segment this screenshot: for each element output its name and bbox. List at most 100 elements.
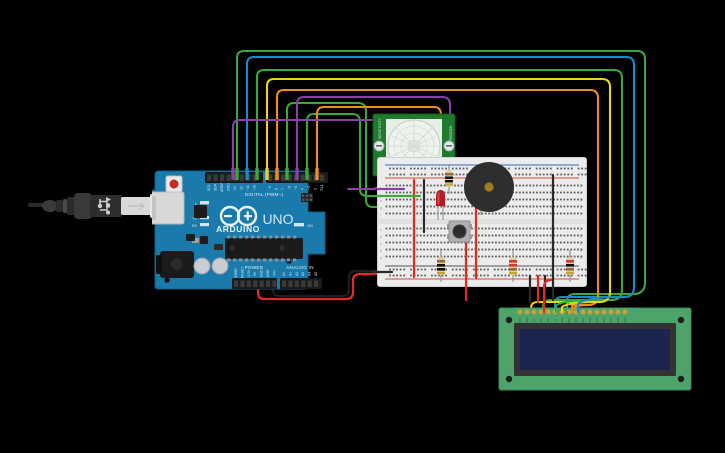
svg-text:RS: RS: [539, 318, 543, 322]
wire-red-lcd: [542, 278, 553, 314]
piezo-buzzer[interactable]: [463, 161, 515, 215]
power-pin-numbers: IOREF RESET 3.3V 5V GND GND VIN A0 A1 A2…: [234, 267, 318, 278]
lcd-pin-header[interactable]: [516, 308, 637, 317]
resistor[interactable]: [436, 250, 446, 282]
svg-text:VDD: VDD: [525, 317, 529, 323]
svg-text:i: i: [380, 192, 381, 196]
usb-trident-icon: [97, 197, 111, 215]
svg-text:SCL: SCL: [207, 184, 211, 191]
svg-text:3.3V: 3.3V: [247, 269, 251, 277]
svg-text:RX: RX: [192, 224, 198, 228]
power-analog-sockets: [234, 280, 319, 287]
svg-text:A3: A3: [301, 272, 305, 276]
uno-wordmark: UNO: [262, 211, 293, 227]
svg-text:~9: ~9: [268, 186, 272, 190]
power-barrel-jack: [156, 251, 194, 278]
svg-text:g: g: [580, 206, 582, 210]
resistor[interactable]: [508, 250, 518, 282]
svg-text:7: 7: [281, 188, 285, 190]
svg-text:DB6: DB6: [602, 317, 606, 323]
svg-text:A0: A0: [282, 272, 286, 276]
svg-text:8: 8: [275, 188, 279, 190]
svg-text:GND: GND: [260, 269, 264, 277]
buzzer-vent-hole: [484, 182, 494, 192]
pushbutton-switch[interactable]: [447, 219, 472, 244]
electrolytic-cap-2: [211, 257, 229, 275]
wire-blue: [245, 55, 636, 316]
svg-text:c: c: [380, 242, 382, 246]
svg-text:A4: A4: [308, 272, 312, 276]
arduino-uno-board[interactable]: DIGITAL (PWM~) SCL SDA AREF GND 13 12 ~1…: [152, 168, 330, 292]
arduino-logo-icon: [219, 205, 258, 227]
icsp-header[interactable]: [301, 193, 313, 202]
svg-text:13: 13: [233, 186, 237, 190]
power-on-led: ON: [294, 223, 313, 228]
wire-blue-lcd: [576, 295, 628, 314]
wire-green-3: [285, 101, 394, 209]
svg-text:LED+: LED+: [616, 316, 620, 323]
svg-text:e: e: [580, 228, 582, 232]
svg-text:h: h: [580, 199, 582, 203]
lcd-mount-holes: [505, 316, 685, 383]
svg-text:h: h: [380, 199, 382, 203]
wire-yellow: [265, 77, 612, 316]
resistor-net: [214, 244, 223, 250]
svg-text:GND: GND: [266, 269, 270, 277]
svg-text:12: 12: [240, 186, 244, 190]
svg-text:DB3: DB3: [581, 317, 585, 323]
svg-text:L: L: [195, 201, 198, 206]
svg-text:DB4: DB4: [588, 317, 592, 323]
svg-text:f: f: [580, 213, 581, 217]
digital-pin-wire-stubs: [231, 168, 319, 180]
svg-text:b: b: [580, 249, 582, 253]
svg-text:a: a: [580, 256, 582, 260]
svg-text:a: a: [380, 256, 382, 260]
wire-black-ground: [271, 269, 385, 298]
small-chip: [200, 236, 208, 244]
svg-text:SENSITIVITY: SENSITIVITY: [378, 118, 382, 139]
svg-text:V0: V0: [532, 318, 536, 322]
svg-text:~10: ~10: [253, 185, 257, 191]
pir-trim-pots[interactable]: [373, 140, 455, 152]
arduino-wordmark: ARDUINO: [216, 224, 260, 234]
svg-text:E: E: [553, 319, 557, 321]
svg-text:d: d: [380, 235, 382, 239]
regulator: [186, 234, 195, 241]
svg-text:b: b: [380, 249, 382, 253]
red-led[interactable]: [433, 188, 449, 220]
digital-label: DIGITAL (PWM~): [245, 192, 284, 197]
svg-text:A5: A5: [314, 272, 318, 276]
svg-text:GND: GND: [227, 183, 231, 191]
wire-red-power: [256, 272, 385, 301]
svg-text:~3: ~3: [307, 186, 311, 190]
analog-label: ANALOG IN: [286, 265, 314, 270]
svg-text:2: 2: [314, 188, 318, 190]
svg-text:j: j: [379, 185, 381, 189]
svg-text:f: f: [380, 213, 381, 217]
svg-text:VSS: VSS: [518, 317, 522, 323]
svg-text:RESET: RESET: [240, 267, 244, 278]
breadboard-row-labels: jih gf edc ba jih gf edc ba: [379, 185, 582, 260]
svg-text:TX: TX: [192, 217, 197, 221]
lcd-screen[interactable]: [520, 329, 670, 370]
svg-text:c: c: [580, 242, 582, 246]
resistor[interactable]: [444, 164, 454, 194]
resistor[interactable]: [565, 250, 575, 282]
svg-text:TRIGGER: TRIGGER: [449, 125, 453, 141]
atmega-mcu: [225, 235, 303, 262]
svg-text:AREF: AREF: [220, 182, 224, 192]
svg-text:A1: A1: [288, 272, 292, 276]
usb-chip: [194, 205, 207, 218]
center-channel: [379, 219, 585, 224]
reset-button[interactable]: [165, 175, 183, 193]
svg-text:g: g: [380, 206, 382, 210]
svg-text:RW: RW: [546, 317, 550, 322]
svg-text:e: e: [380, 228, 382, 232]
svg-text:VIN: VIN: [272, 270, 276, 276]
lcd-display-16x2[interactable]: VSS VDD V0 RS RW E DB0 DB1 DB2 DB3 DB4 D…: [498, 307, 692, 391]
lcd-pin-labels: VSS VDD V0 RS RW E DB0 DB1 DB2 DB3 DB4 D…: [518, 316, 627, 323]
power-label: POWER: [245, 265, 264, 270]
svg-text:DB0: DB0: [560, 317, 564, 323]
